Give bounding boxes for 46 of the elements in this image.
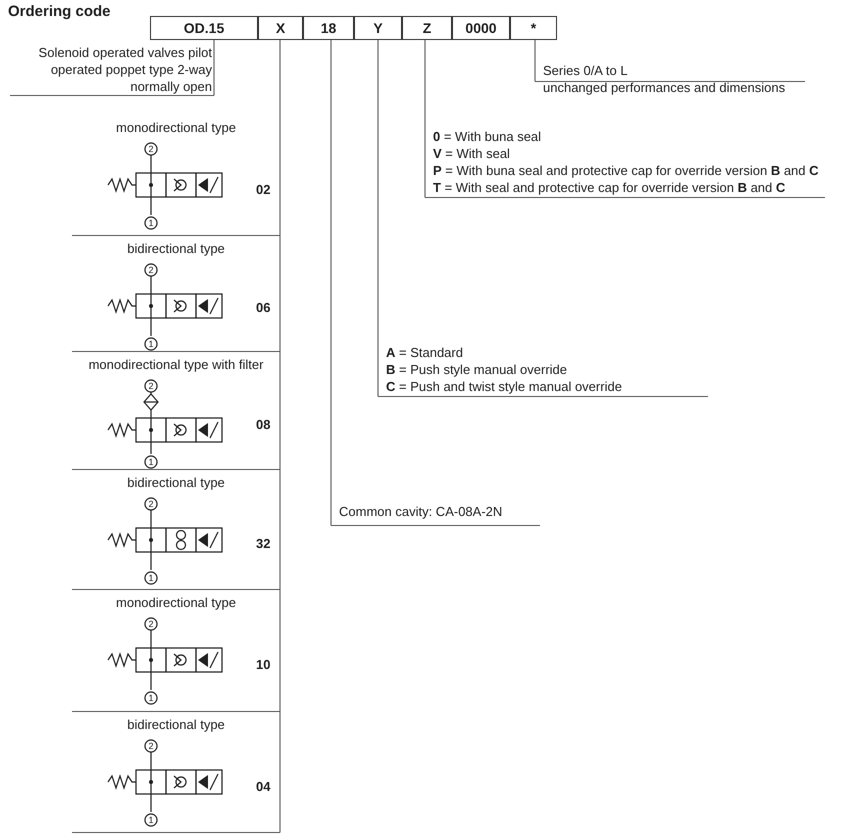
option-text: T = With seal and protective cap for override version B and C	[433, 179, 786, 196]
option-text: 0 = With buna seal	[433, 128, 542, 145]
code-field: X	[258, 16, 303, 40]
variant-heading: bidirectional type	[126, 475, 226, 490]
code-field: Y	[354, 16, 402, 40]
port-number: 1	[147, 572, 154, 584]
port-number: 2	[147, 264, 154, 276]
option-text: Solenoid operated valves pilot operated poppet type 2-way normally open	[38, 44, 212, 95]
option-text: Common cavity: CA-08A-2N	[339, 503, 504, 520]
code-field: OD.15	[150, 16, 258, 40]
port-number: 1	[147, 692, 154, 704]
port-number: 1	[147, 456, 154, 468]
port-number: 2	[147, 740, 154, 752]
option-text: V = With seal	[433, 145, 511, 162]
code-field: 18	[303, 16, 354, 40]
port-number: 2	[147, 618, 154, 630]
variant-code: 04	[256, 779, 270, 794]
option-text: B = Push style manual override	[386, 361, 568, 378]
option-text: Series 0/A to L	[543, 62, 629, 79]
option-text: A = Standard	[386, 344, 464, 361]
leader-line	[534, 40, 536, 82]
port-number: 2	[147, 143, 154, 155]
title: Ordering code	[8, 3, 111, 20]
leader-line	[330, 40, 332, 526]
option-text: C = Push and twist style manual override	[386, 378, 623, 395]
port-number: 2	[147, 380, 154, 392]
variant-heading: bidirectional type	[126, 241, 226, 256]
variant-code: 32	[256, 536, 270, 551]
option-text: P = With buna seal and protective cap for override version B and C	[433, 162, 820, 179]
port-number: 1	[147, 814, 154, 826]
variant-code: 02	[256, 182, 270, 197]
variant-heading: bidirectional type	[126, 717, 226, 732]
port-number: 1	[147, 338, 154, 350]
code-field: *	[510, 16, 557, 40]
option-text: unchanged performances and dimensions	[543, 79, 786, 96]
variant-code: 08	[256, 417, 270, 432]
code-field: Z	[402, 16, 452, 40]
variant-heading: monodirectional type	[115, 595, 237, 610]
variant-heading: monodirectional type with filter	[88, 357, 264, 372]
variant-heading: monodirectional type	[115, 120, 237, 135]
port-number: 2	[147, 498, 154, 510]
variant-code: 06	[256, 300, 270, 315]
variant-code: 10	[256, 657, 270, 672]
code-field: 0000	[452, 16, 510, 40]
leader-line	[424, 40, 426, 198]
port-number: 1	[147, 217, 154, 229]
